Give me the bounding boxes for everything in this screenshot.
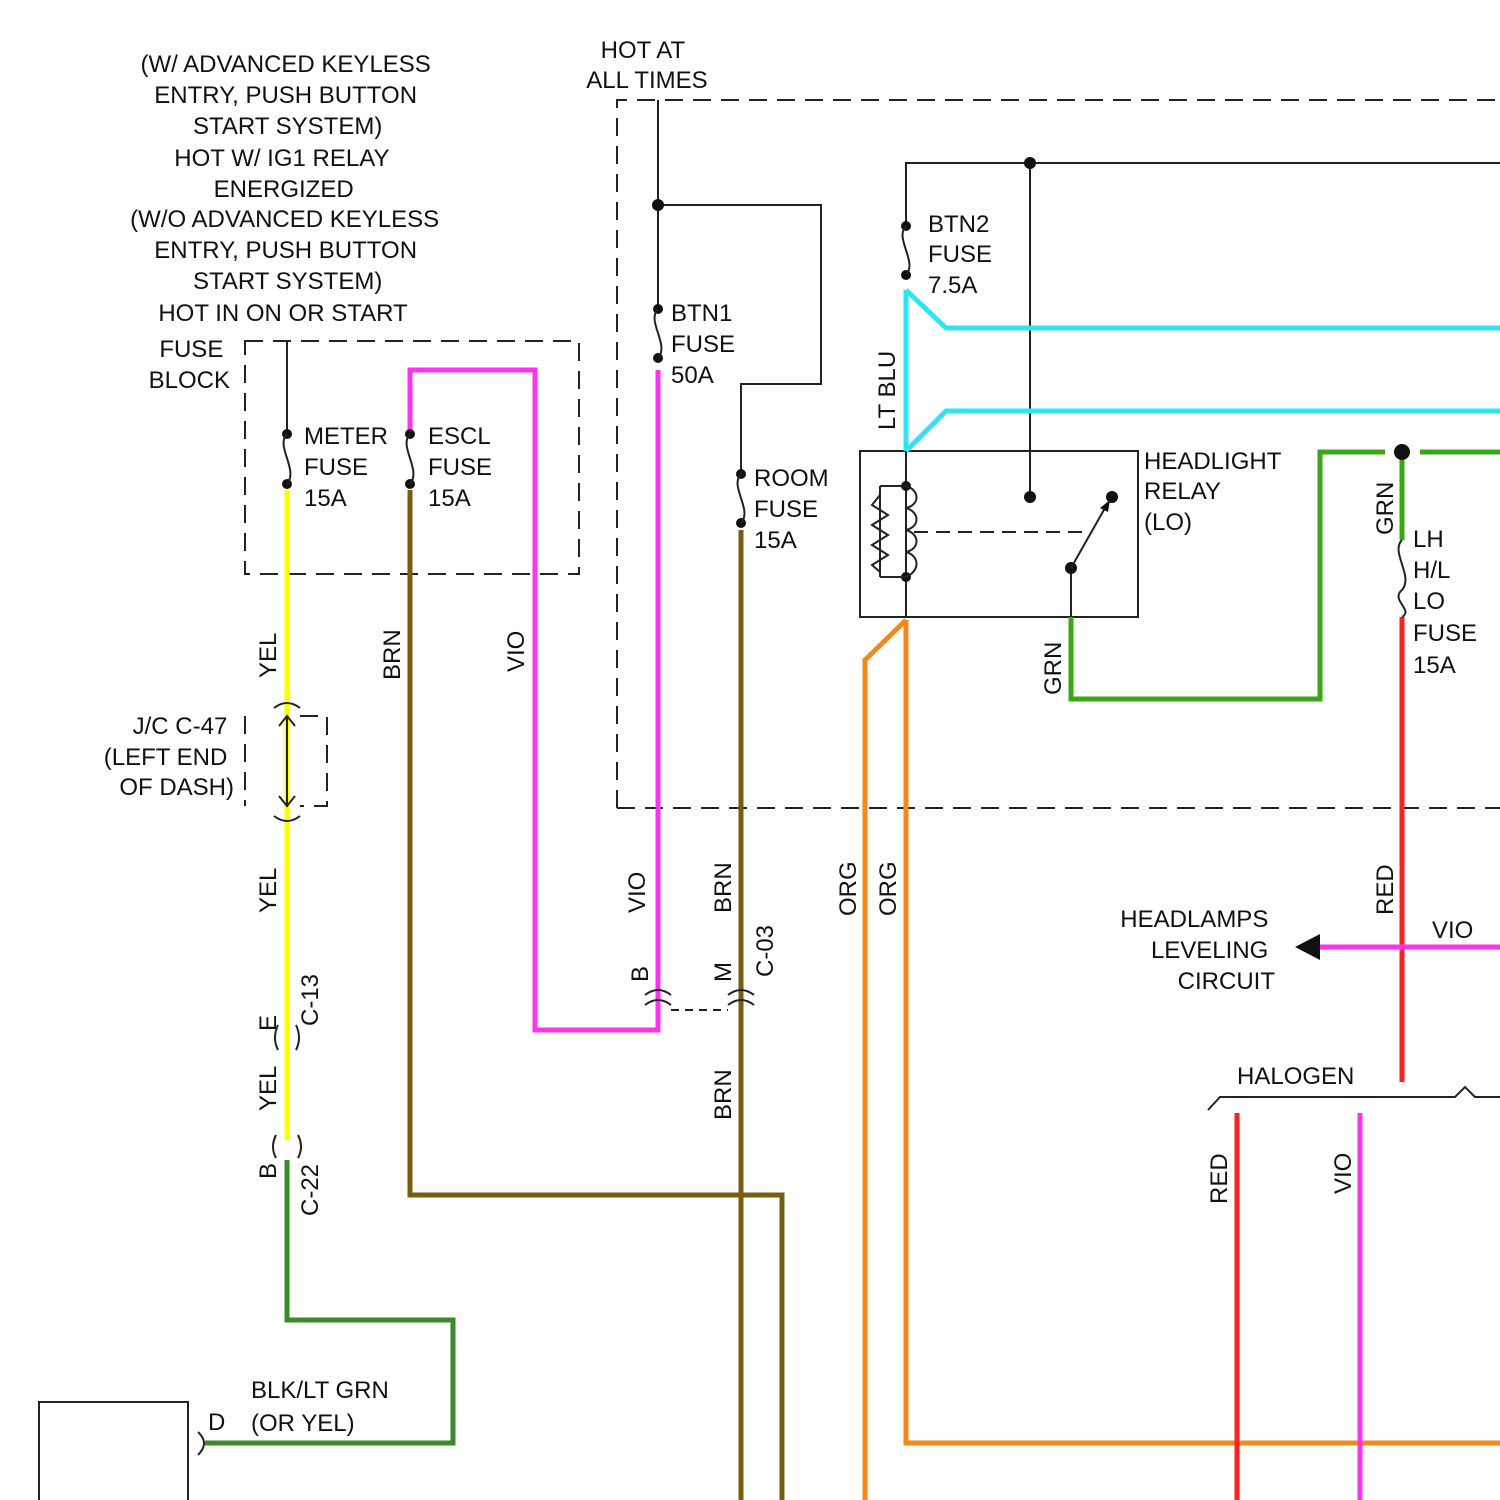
escl-fuse-label: ESCL FUSE 15A <box>428 423 499 512</box>
wire-label-vio-3: VIO <box>1330 1153 1357 1194</box>
c03-pin-b-label: B <box>627 966 654 982</box>
room-fuse-label: ROOM FUSE 15A <box>754 465 835 554</box>
c22-label: C-22 <box>297 1164 324 1216</box>
leveling-arrow-icon <box>1295 934 1320 960</box>
wire-label-yel-1: YEL <box>255 633 282 678</box>
meter-fuse-label: METER FUSE 15A <box>304 423 395 512</box>
wire-label-org-2: ORG <box>875 861 902 916</box>
btn2-fuse-label: BTN2 FUSE 7.5A <box>928 211 999 299</box>
headlight-relay-box <box>860 451 1138 617</box>
org-wire-left <box>865 620 906 1500</box>
ltblu-wire-upper <box>906 290 1500 328</box>
wire-label-red-1: RED <box>1372 864 1399 915</box>
headlight-relay-label: HEADLIGHT RELAY (LO) <box>1144 448 1288 536</box>
blk-lt-grn-label: BLK/LT GRN (OR YEL) <box>251 1377 396 1437</box>
module-pin-d-symbol <box>198 1432 204 1455</box>
c13-label: C-13 <box>297 974 324 1026</box>
module-box <box>39 1402 188 1500</box>
wire-label-vio-1: VIO <box>503 631 530 672</box>
wire-label-grn-2: GRN <box>1372 482 1399 535</box>
brn-escl-wire <box>410 490 782 1500</box>
room-fuse-symbol <box>736 469 746 528</box>
meter-fuse-symbol <box>282 429 292 489</box>
fuse-block-label: FUSE BLOCK <box>149 336 230 394</box>
headlamps-leveling-label: HEADLAMPS LEVELING CIRCUIT <box>1120 906 1275 995</box>
wire-label-yel-2: YEL <box>255 868 282 913</box>
jc-c47-label: J/C C-47 (LEFT END OF DASH) <box>104 713 234 801</box>
btn1-fuse-label: BTN1 FUSE 50A <box>671 300 742 389</box>
org-wire-right <box>906 620 1500 1443</box>
wire-label-brn-1: BRN <box>379 629 406 680</box>
module-pin-d-label: D <box>208 1409 225 1436</box>
vio-leveling-label: VIO <box>1432 917 1473 944</box>
c03-connector-symbol <box>645 990 754 1010</box>
wire-label-brn-3: BRN <box>710 1069 737 1120</box>
power-note: (W/ ADVANCED KEYLESS ENTRY, PUSH BUTTON … <box>130 51 446 327</box>
wire-label-yel-3: YEL <box>255 1066 282 1111</box>
junction-dot-btn2 <box>1024 157 1036 169</box>
jc-c47-connector-symbol <box>274 703 300 821</box>
halogen-label: HALOGEN <box>1237 1063 1354 1090</box>
relay-switch-symbol <box>914 491 1118 574</box>
hot-at-all-times-label: HOT AT ALL TIMES <box>586 37 707 94</box>
wire-label-lt-blu: LT BLU <box>874 351 901 430</box>
halogen-bracket <box>1208 1087 1500 1110</box>
ltblu-wire-lower <box>906 290 1500 451</box>
btn1-fuse-symbol <box>653 304 663 363</box>
escl-fuse-symbol <box>405 429 415 489</box>
lh-hl-lo-fuse-label: LH H/L LO FUSE 15A <box>1413 526 1484 679</box>
wire-label-red-2: RED <box>1206 1153 1233 1204</box>
relay-coil-symbol <box>872 481 917 582</box>
wire-label-vio-2: VIO <box>624 872 651 913</box>
wire-label-grn-1: GRN <box>1040 642 1067 695</box>
junction-dot-btn1 <box>652 199 664 211</box>
c22-pin-label: B <box>255 1163 282 1179</box>
wire-label-brn-2: BRN <box>710 862 737 913</box>
wire-label-org-1: ORG <box>835 861 862 916</box>
c03-pin-m-label: M <box>710 962 737 982</box>
c13-pin-label: E <box>255 1015 282 1031</box>
c03-label: C-03 <box>752 925 779 977</box>
btn2-fuse-symbol <box>901 221 911 280</box>
